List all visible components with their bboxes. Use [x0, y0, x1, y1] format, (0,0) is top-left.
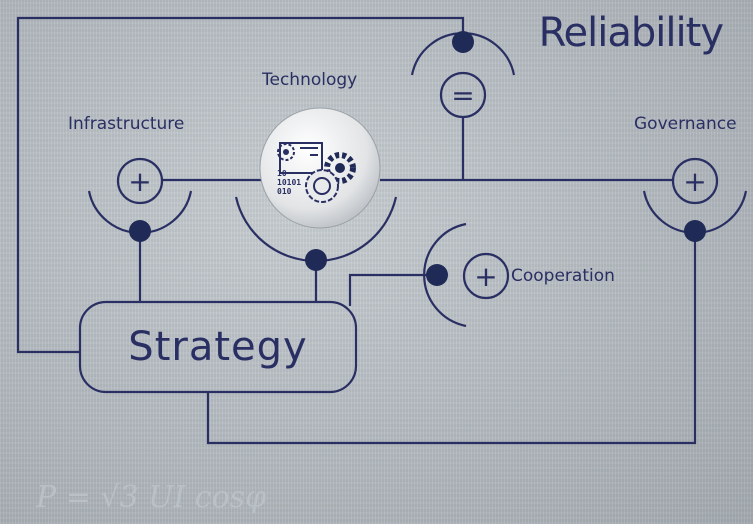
svg-text:10: 10: [277, 169, 287, 178]
cooperation-label: Cooperation: [511, 266, 615, 286]
infrastructure-plus-circle: [116, 157, 164, 205]
strategy-box: [78, 300, 358, 394]
technology-hub: 10 10101 010: [259, 107, 381, 229]
junction-dots: [129, 31, 706, 286]
governance-plus-symbol: +: [683, 165, 706, 198]
reliability-equals-circle: [439, 71, 487, 119]
governance-label: Governance: [634, 114, 737, 134]
svg-text:10101: 10101: [277, 178, 301, 187]
cooperation-arc: [423, 222, 467, 328]
technology-dot: [305, 249, 327, 271]
strategy-label: Strategy: [128, 324, 308, 370]
cooperation-link: [348, 273, 437, 306]
cooperation-plus-circle: [462, 252, 510, 300]
symbol-glyphs: + + = +: [128, 79, 706, 293]
connector-lines: [16, 16, 697, 445]
governance-dot: [684, 220, 706, 242]
reliability-title: Reliability: [538, 10, 724, 56]
governance-plus-circle: [671, 157, 719, 205]
reliability-dot: [452, 31, 474, 53]
symbol-circles: [116, 71, 719, 300]
reliability-to-strategy-line: [16, 16, 465, 354]
infrastructure-label: Infrastructure: [68, 114, 185, 134]
infrastructure-dot: [129, 220, 151, 242]
governance-link: [206, 231, 697, 445]
technology-label: Technology: [262, 70, 358, 90]
power-formula: P = √3 UI cosφ: [36, 480, 267, 515]
cooperation-dot: [426, 264, 448, 286]
infrastructure-plus-symbol: +: [128, 165, 151, 198]
gears-binary-icon: 10 10101 010: [277, 142, 356, 203]
svg-text:010: 010: [277, 187, 292, 196]
reliability-equals-symbol: =: [451, 79, 474, 112]
cooperation-plus-symbol: +: [474, 260, 497, 293]
